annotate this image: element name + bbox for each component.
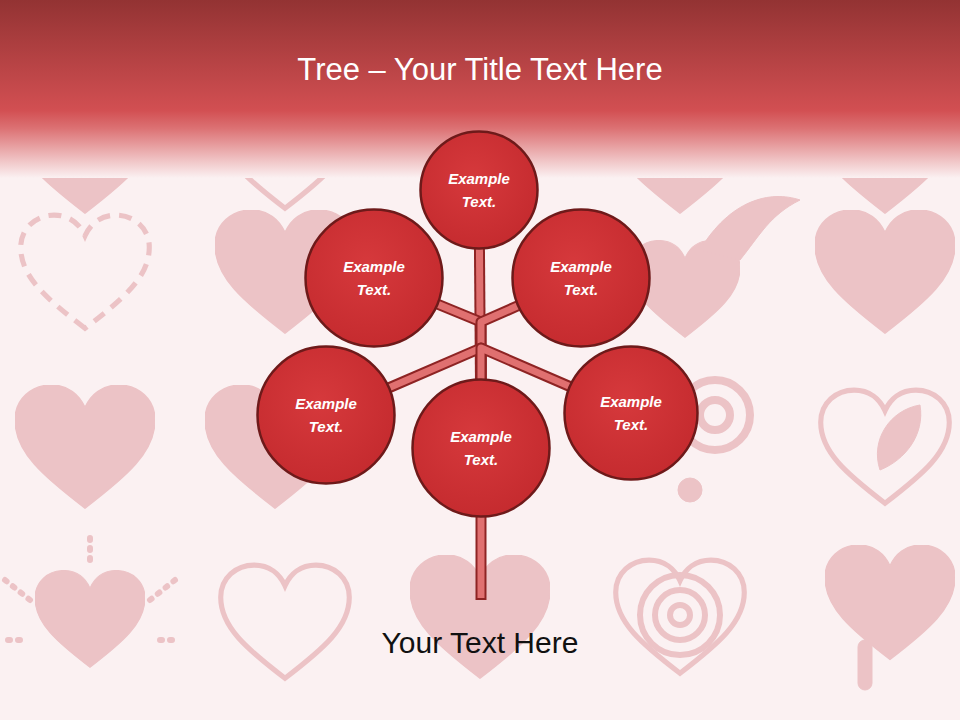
heart xyxy=(821,390,950,503)
node-text: Example Text. xyxy=(538,255,624,301)
circle-outline xyxy=(258,347,395,484)
node-text: Example Text. xyxy=(588,390,674,436)
tree-circle: Example Text. xyxy=(511,208,651,348)
circle-shape xyxy=(563,345,699,481)
tree-branch xyxy=(481,306,518,379)
circle-shape xyxy=(256,345,396,485)
circle-outline xyxy=(306,210,443,347)
trunk-base xyxy=(481,515,482,600)
circle-outline xyxy=(421,132,538,249)
branch-outline xyxy=(481,306,518,379)
leaf xyxy=(877,405,920,470)
circle-shape xyxy=(411,378,551,518)
heart xyxy=(15,385,155,508)
heart xyxy=(221,565,350,678)
drip xyxy=(858,640,872,690)
heart xyxy=(616,560,745,673)
tree-circle: Example Text. xyxy=(411,378,551,518)
tree-circle: Example Text. xyxy=(304,208,444,348)
rings xyxy=(640,575,720,655)
heart xyxy=(21,215,150,328)
heart xyxy=(825,545,955,659)
circle-shape xyxy=(304,208,444,348)
tree-circle: Example Text. xyxy=(419,130,539,250)
circle-shape xyxy=(511,208,651,348)
dot xyxy=(678,478,702,502)
node-text: Example Text. xyxy=(283,392,369,438)
title-text: Tree – Your Title Text Here xyxy=(0,52,960,88)
node-text: Example Text. xyxy=(438,425,524,471)
heart xyxy=(815,210,955,333)
wing xyxy=(700,197,800,260)
heart-pattern xyxy=(0,90,955,690)
tree-circle: Example Text. xyxy=(256,345,396,485)
branch-fill xyxy=(481,306,518,379)
rays xyxy=(0,530,180,640)
node-text: Example Text. xyxy=(331,255,417,301)
circle-outline xyxy=(565,347,698,480)
circle-outline xyxy=(513,210,650,347)
caption-label: Your Text Here xyxy=(0,626,960,660)
node-text: Example Text. xyxy=(436,167,522,213)
tree-circle: Example Text. xyxy=(563,345,699,481)
circle-shape xyxy=(419,130,539,250)
circle-outline xyxy=(413,380,550,517)
heart xyxy=(35,571,145,668)
